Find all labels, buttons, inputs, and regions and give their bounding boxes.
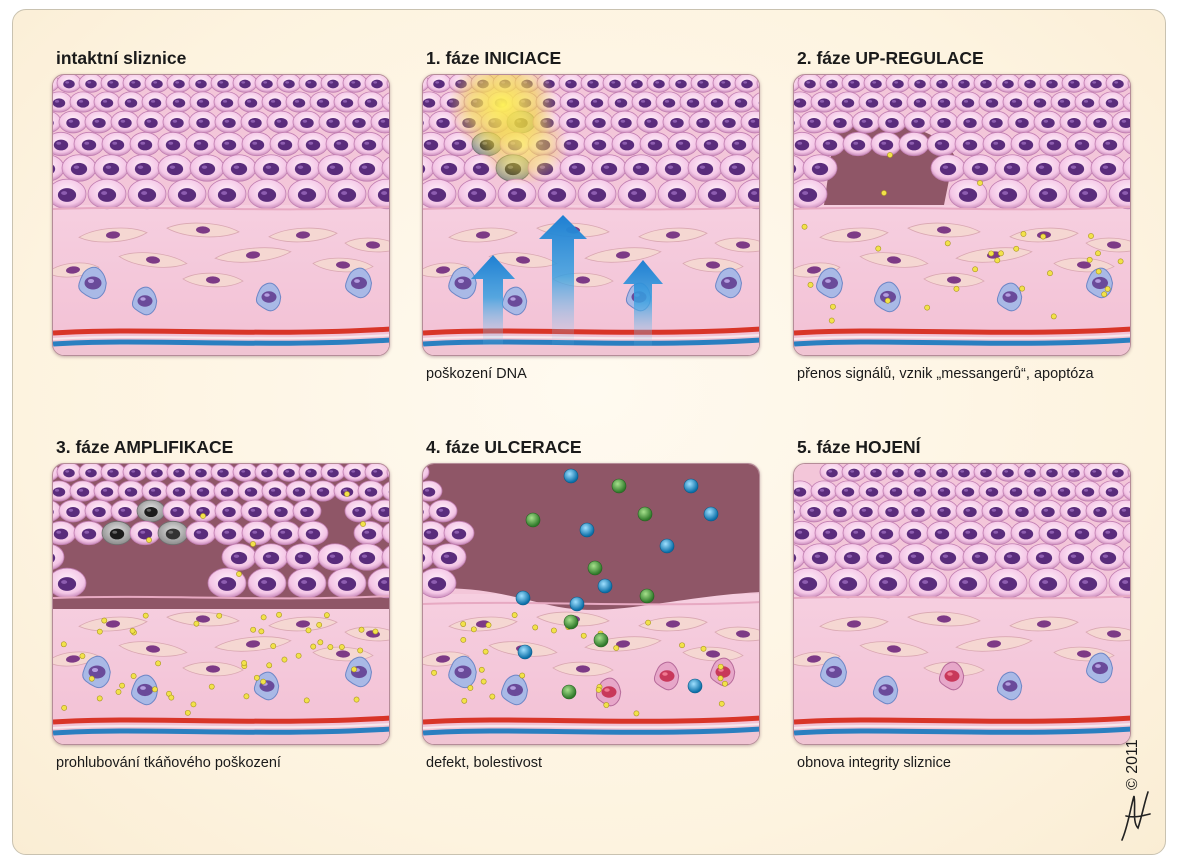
panel-title: intaktní sliznice — [56, 48, 187, 68]
artist-signature-icon — [1121, 791, 1151, 841]
panel-title: 2. fáze UP-REGULACE — [797, 48, 984, 68]
panel-caption: defekt, bolestivost — [426, 755, 543, 771]
panel-title: 1. fáze INICIACE — [426, 48, 562, 68]
panel-caption: poškození DNA — [426, 366, 527, 382]
panel-caption: obnova integrity sliznice — [797, 755, 951, 771]
panel-title: 4. fáze ULCERACE — [426, 437, 582, 457]
mucosa-illustration — [422, 463, 760, 745]
mucosa-illustration — [793, 463, 1131, 745]
mucosa-illustration — [422, 74, 760, 356]
mucosa-illustration — [52, 463, 390, 745]
mucosa-illustration — [793, 74, 1131, 356]
panel-title: 5. fáze HOJENÍ — [797, 437, 921, 457]
panel-caption: přenos signálů, vznik „messangerů“, apop… — [797, 366, 1094, 382]
mucosa-illustration — [52, 74, 390, 356]
panel-title: 3. fáze AMPLIFIKACE — [56, 437, 234, 457]
panel-caption: prohlubování tkáňového poškození — [56, 755, 281, 771]
